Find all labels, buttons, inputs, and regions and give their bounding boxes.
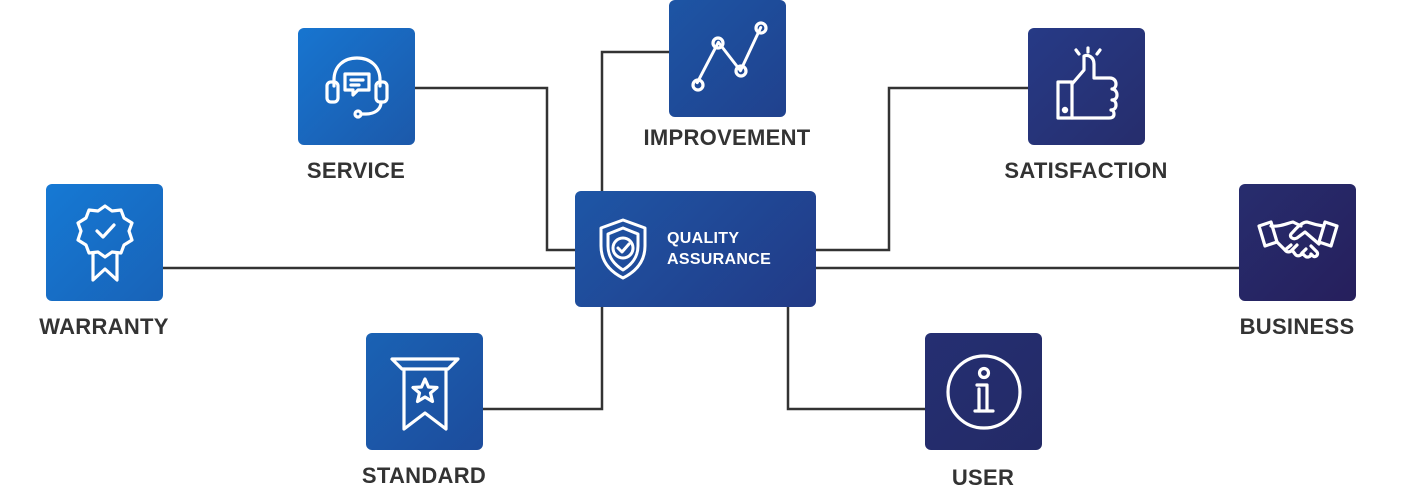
line-chart-icon (690, 20, 768, 92)
star-banner-icon (389, 356, 460, 431)
satisfaction-label: SATISFACTION (1004, 158, 1168, 183)
improvement-node (669, 0, 786, 117)
standard-node (366, 333, 483, 450)
headset-icon (324, 55, 389, 119)
link-satisfaction (816, 86, 1028, 252)
info-icon (945, 353, 1022, 430)
user-label: USER (951, 465, 1015, 490)
hub-title-line1: QUALITY (667, 230, 740, 247)
standard-label: STANDARD (361, 463, 487, 488)
link-standard (483, 307, 604, 411)
quality-assurance-hub: QUALITY ASSURANCE (575, 191, 816, 307)
handshake-icon (1256, 219, 1339, 259)
satisfaction-node (1028, 28, 1145, 145)
business-node (1239, 184, 1356, 301)
improvement-label: IMPROVEMENT (643, 125, 811, 150)
link-improvement (600, 50, 669, 191)
link-service (414, 86, 575, 252)
hub-title: QUALITY ASSURANCE (667, 228, 771, 270)
warranty-label: WARRANTY (39, 314, 169, 339)
business-label: BUSINESS (1239, 314, 1355, 339)
service-label: SERVICE (306, 158, 406, 183)
award-badge-icon (75, 203, 134, 282)
service-node (298, 28, 415, 145)
hub-title-line2: ASSURANCE (667, 251, 772, 268)
shield-check-icon (599, 218, 647, 280)
warranty-node (46, 184, 163, 301)
thumbs-up-icon (1055, 45, 1119, 120)
user-node (925, 333, 1042, 450)
link-user (786, 307, 925, 411)
